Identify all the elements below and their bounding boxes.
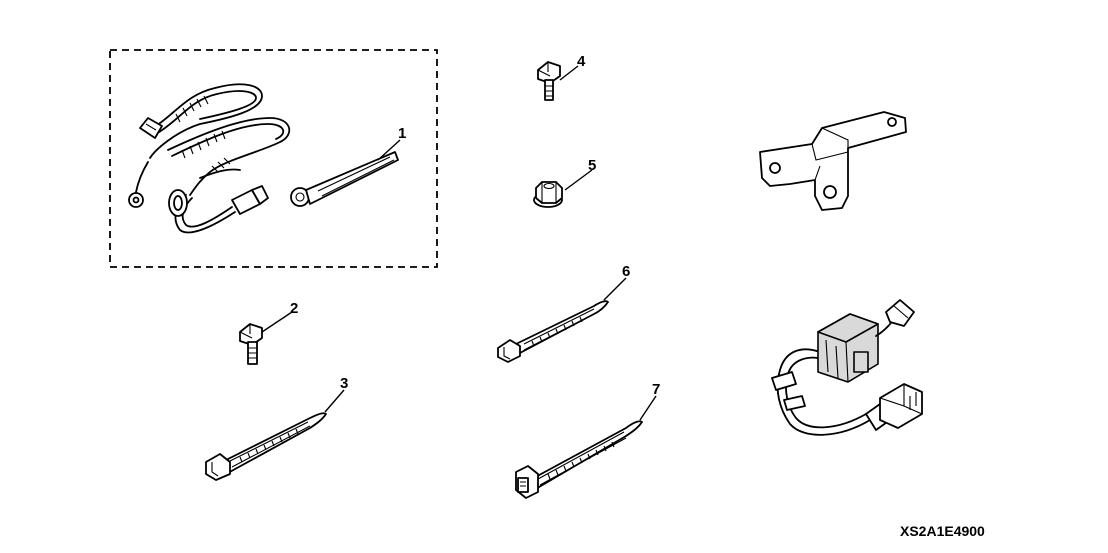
flange-nut-part-5	[533, 181, 563, 208]
connector-harness-part	[771, 299, 923, 436]
cable-tie-part-3	[205, 412, 327, 481]
callout-2: 2	[290, 300, 298, 317]
bolt-part-2	[239, 323, 263, 365]
cable-tie-part-7	[515, 420, 643, 499]
cable-tie-part-6	[497, 300, 609, 363]
callout-1: 1	[398, 125, 406, 142]
diagram-code-label: XS2A1E4900	[900, 523, 985, 539]
callout-3: 3	[340, 375, 348, 392]
leader-line-6	[603, 277, 627, 301]
leader-line-3	[324, 389, 345, 413]
leader-line-7	[639, 395, 657, 421]
wire-harness-part	[128, 83, 399, 234]
callout-7: 7	[652, 381, 660, 398]
kit-group-box	[109, 49, 438, 268]
callout-5: 5	[588, 157, 596, 174]
callout-4: 4	[577, 53, 586, 70]
leader-line-2	[261, 311, 293, 333]
mounting-bracket-part	[759, 111, 907, 211]
callout-6: 6	[622, 263, 630, 280]
leader-line-4	[559, 65, 579, 81]
leader-line-1	[377, 139, 401, 161]
leader-line-5	[564, 169, 593, 191]
bolt-part-4	[537, 61, 561, 101]
